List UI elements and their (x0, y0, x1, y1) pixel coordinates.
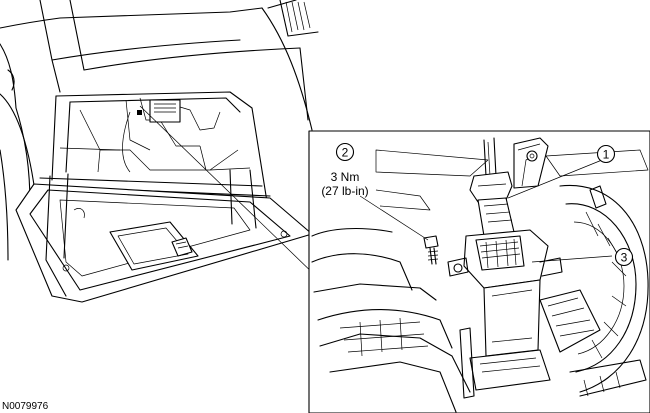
torque-value: 3 Nm (331, 170, 360, 184)
figure-id: N0079976 (2, 401, 49, 412)
callout-2: 2 3 Nm (27 lb-in) (321, 142, 369, 198)
callout-1-leader (507, 159, 603, 199)
callout-1: 1 (596, 144, 616, 164)
dashboard-overview (0, 0, 321, 303)
callout-2-number: 2 (342, 146, 349, 160)
callout-1-number: 1 (603, 148, 610, 162)
callout-3-number: 3 (621, 251, 628, 265)
callout-3: 3 (614, 247, 634, 267)
torque-value-imperial: (27 lb-in) (321, 184, 368, 198)
callout-2-leader (359, 195, 429, 241)
callout-3-leader (531, 255, 613, 263)
detail-inset: 1 2 3 Nm (27 lb-in) 3 (308, 130, 650, 413)
